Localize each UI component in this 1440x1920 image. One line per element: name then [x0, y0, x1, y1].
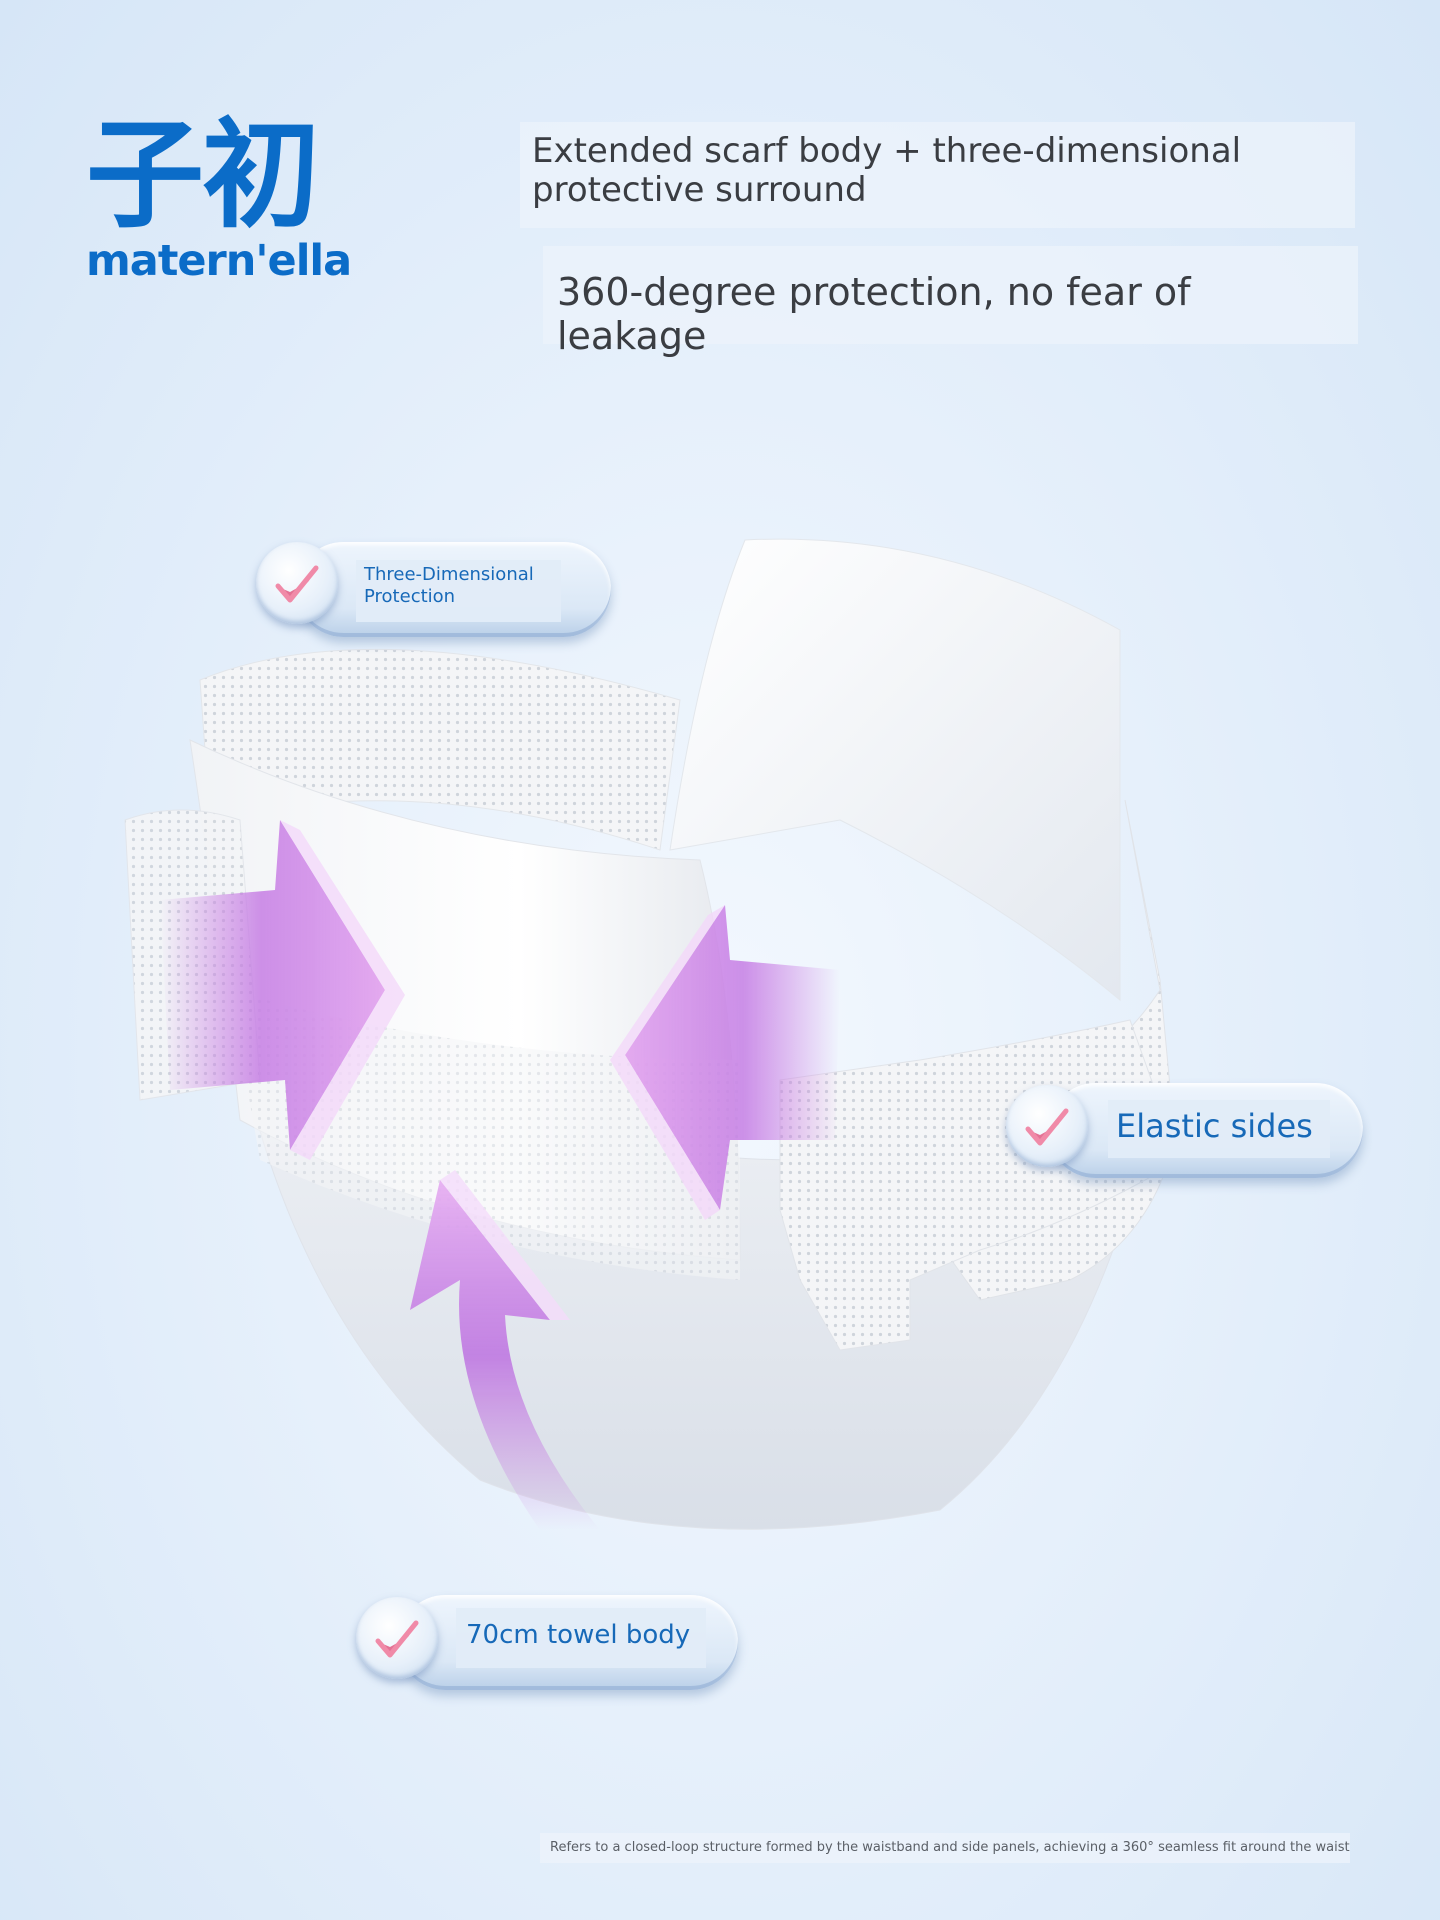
feature-badge-towel-body: 70cm towel body [356, 1592, 746, 1697]
badge-label: 70cm towel body [466, 1620, 691, 1650]
logo-latin-text: matern'ella [86, 236, 352, 286]
check-icon [256, 542, 338, 624]
check-icon [356, 1597, 438, 1679]
headline-text: Extended scarf body + three-dimensional … [532, 131, 1242, 210]
diaper-illustration [124, 538, 1181, 1530]
brand-logo: 子初 matern'ella [86, 106, 352, 286]
check-icon [1006, 1085, 1088, 1167]
feature-badge-3d-protection: Three-Dimensional Protection [256, 542, 616, 642]
badge-label: Elastic sides [1116, 1107, 1313, 1145]
logo-cjk-text: 子初 [86, 106, 320, 244]
footnote-box: Refers to a closed-loop structure formed… [540, 1833, 1350, 1863]
subhead-text: 360-degree protection, no fear of leakag… [557, 270, 1191, 358]
badge-label: Three-Dimensional Protection [364, 564, 534, 607]
footnote-text: Refers to a closed-loop structure formed… [550, 1840, 1350, 1855]
headline-box: Extended scarf body + three-dimensional … [520, 122, 1355, 228]
subhead-box: 360-degree protection, no fear of leakag… [543, 246, 1358, 358]
feature-badge-elastic-sides: Elastic sides [1006, 1080, 1368, 1185]
